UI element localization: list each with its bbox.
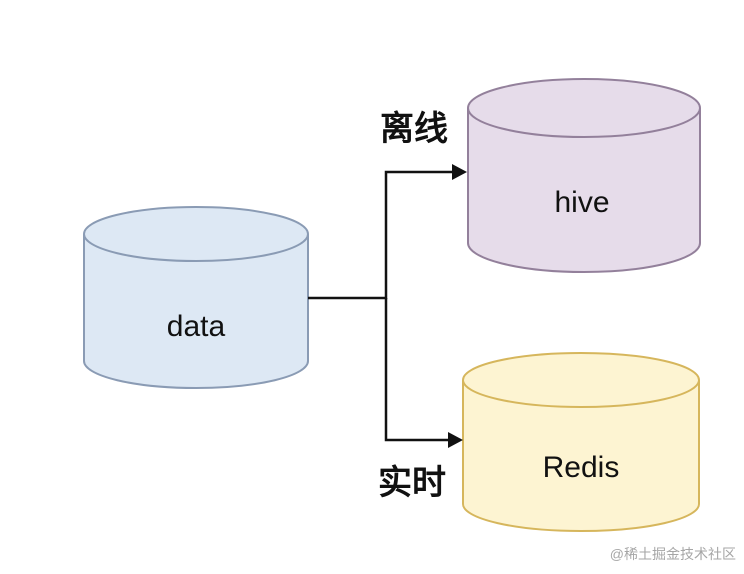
data-cylinder — [83, 206, 309, 389]
arrowhead-hive-icon — [452, 164, 467, 180]
redis-node-label: Redis — [543, 451, 620, 484]
data-cylinder-top — [83, 206, 309, 262]
hive-cylinder-top — [467, 78, 701, 138]
hive-cylinder-body — [467, 108, 701, 273]
data-cylinder-body — [83, 234, 309, 389]
edges — [308, 164, 467, 448]
edge-realtime-label: 实时 — [378, 464, 446, 502]
redis-cylinder — [462, 352, 700, 532]
hive-cylinder — [467, 78, 701, 273]
data-node-label: data — [167, 310, 226, 343]
redis-cylinder-top — [462, 352, 700, 408]
redis-cylinder-body — [462, 380, 700, 532]
hive-node-label: hive — [554, 186, 609, 219]
watermark-text: @稀土掘金技术社区 — [610, 546, 736, 562]
arrow-data-to-hive — [308, 170, 452, 300]
arrowhead-redis-icon — [448, 432, 463, 448]
arrow-data-to-redis — [384, 298, 448, 442]
edge-offline-label: 离线 — [380, 109, 448, 148]
